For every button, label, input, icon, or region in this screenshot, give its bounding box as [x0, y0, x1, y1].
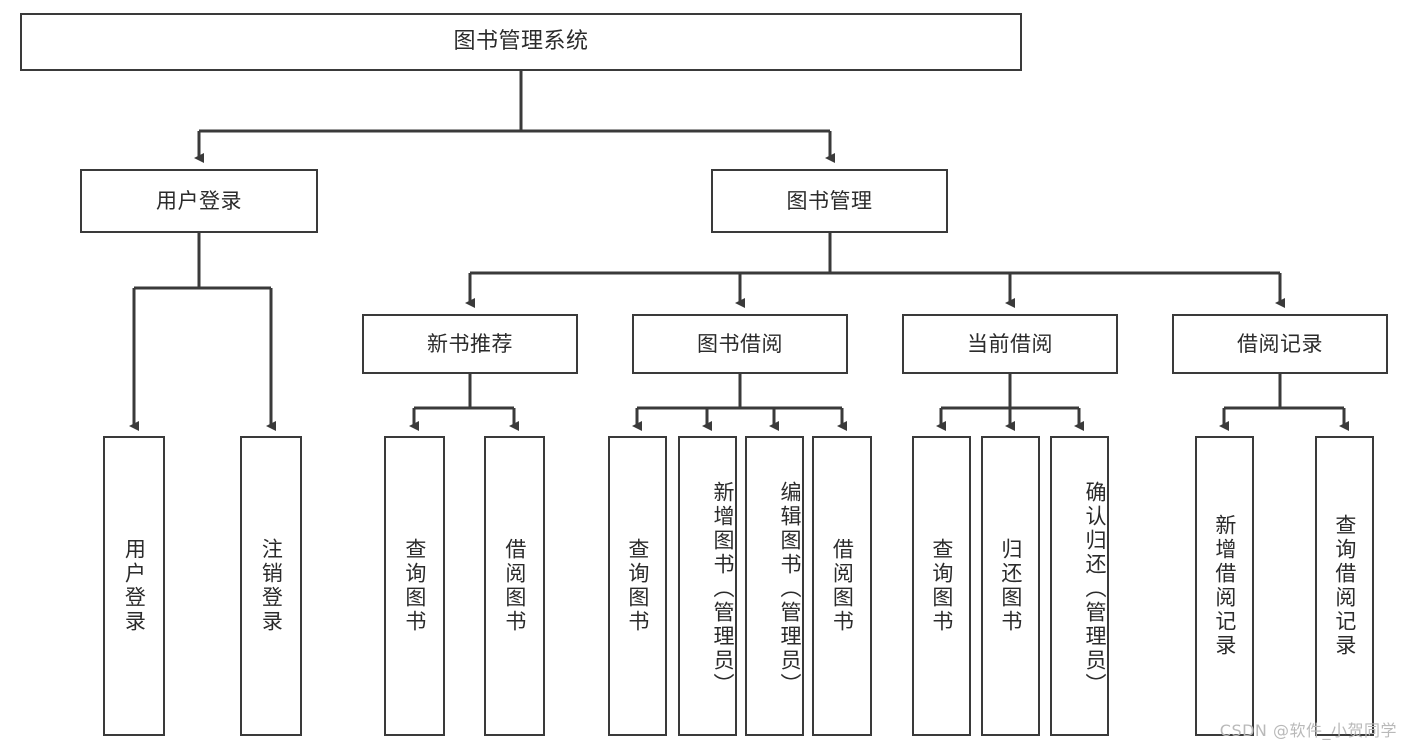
- leaf-current-borrow-return-book[interactable]: 归还图书: [981, 436, 1040, 736]
- node-label: 图书借阅: [697, 331, 783, 356]
- node-label: 查询借阅记录: [1332, 514, 1357, 658]
- node-label: 借阅图书: [830, 538, 855, 634]
- node-label: 新增借阅记录: [1212, 514, 1237, 658]
- node-label: 新增图书（管理员）: [711, 481, 735, 697]
- node-label: 借阅图书: [502, 538, 527, 634]
- node-label: 查询图书: [402, 538, 427, 634]
- node-label: 图书管理: [786, 188, 873, 213]
- node-label: 确认归还（管理员）: [1083, 481, 1107, 697]
- node-label: 用户登录: [156, 188, 242, 213]
- leaf-user-login-logout[interactable]: 注销登录: [240, 436, 302, 736]
- leaf-book-borrow-edit-book-admin[interactable]: 编辑图书（管理员）: [745, 436, 804, 736]
- node-label: 查询图书: [929, 538, 954, 634]
- node-label: 查询图书: [625, 538, 650, 634]
- leaf-book-borrow-add-book-admin[interactable]: 新增图书（管理员）: [678, 436, 737, 736]
- leaf-borrow-record-query-record[interactable]: 查询借阅记录: [1315, 436, 1374, 736]
- node-current-borrow[interactable]: 当前借阅: [902, 314, 1118, 374]
- leaf-new-book-query-book[interactable]: 查询图书: [384, 436, 445, 736]
- node-root-book-management-system[interactable]: 图书管理系统: [20, 13, 1022, 71]
- node-book-borrow[interactable]: 图书借阅: [632, 314, 848, 374]
- leaf-user-login-login[interactable]: 用户登录: [103, 436, 165, 736]
- node-user-login[interactable]: 用户登录: [80, 169, 318, 233]
- node-label: 当前借阅: [967, 331, 1053, 356]
- leaf-current-borrow-query-book[interactable]: 查询图书: [912, 436, 971, 736]
- leaf-new-book-borrow-book[interactable]: 借阅图书: [484, 436, 545, 736]
- leaf-current-borrow-confirm-return-admin[interactable]: 确认归还（管理员）: [1050, 436, 1109, 736]
- node-label: 新书推荐: [427, 331, 513, 356]
- node-book-management[interactable]: 图书管理: [711, 169, 948, 233]
- node-label: 编辑图书（管理员）: [778, 481, 802, 697]
- leaf-borrow-record-add-record[interactable]: 新增借阅记录: [1195, 436, 1254, 736]
- node-label: 注销登录: [259, 538, 284, 634]
- csdn-watermark: CSDN @软件_小贺同学: [1219, 721, 1397, 740]
- node-label: 归还图书: [998, 538, 1023, 634]
- node-label: 用户登录: [122, 538, 147, 634]
- leaf-book-borrow-borrow-book[interactable]: 借阅图书: [812, 436, 872, 736]
- node-label: 借阅记录: [1237, 331, 1323, 356]
- node-new-book-recommend[interactable]: 新书推荐: [362, 314, 578, 374]
- leaf-book-borrow-query-book[interactable]: 查询图书: [608, 436, 667, 736]
- node-label: 图书管理系统: [453, 29, 589, 55]
- node-borrow-record[interactable]: 借阅记录: [1172, 314, 1388, 374]
